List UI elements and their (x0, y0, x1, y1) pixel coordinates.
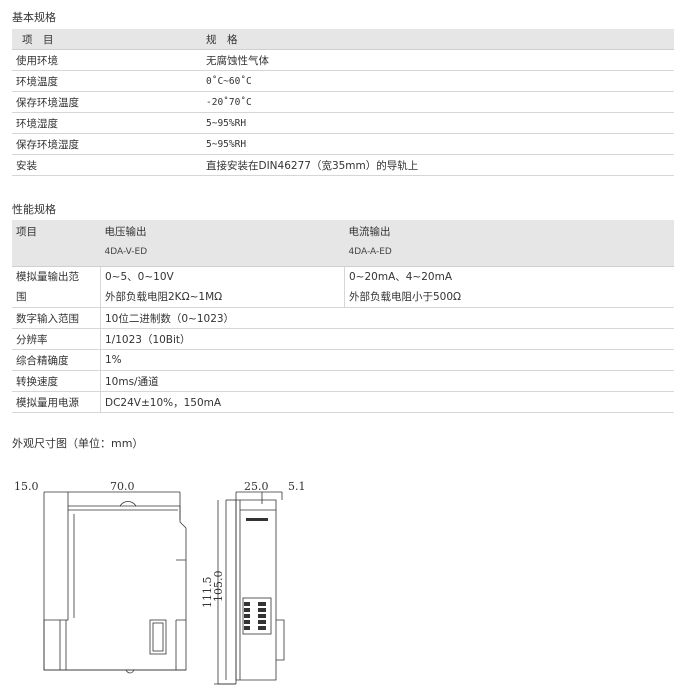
row-value: 1% (100, 349, 674, 371)
row-label: 综合精确度 (12, 349, 101, 371)
row-label: 模拟量用电源 (12, 391, 101, 413)
dim-height-inner-label: 105.0 (212, 571, 225, 603)
table-header-row: 项目 电压输出 4DA-V-ED 电流输出 4DA-A-ED (12, 220, 674, 267)
row-label-line2: 围 (16, 291, 27, 303)
row-value: 直接安装在DIN46277（宽35mm）的导轨上 (202, 154, 674, 176)
table-header-row: 项 目 规 格 (12, 29, 674, 50)
row-value: 5~95%RH (202, 112, 674, 134)
row-value: 5~95%RH (202, 133, 674, 155)
row-label: 分辨率 (12, 328, 101, 350)
row-label: 数字输入范围 (12, 307, 101, 329)
header-voltage: 电压输出 (104, 226, 147, 238)
table-row: 使用环境无腐蚀性气体 (12, 49, 674, 71)
row-label: 环境温度 (12, 70, 202, 92)
header-item: 项 目 (12, 29, 202, 50)
current-load: 外部负载电阻小于500Ω (349, 291, 462, 303)
current-range: 0~20mA、4~20mA (349, 271, 453, 283)
row-label: 转换速度 (12, 370, 101, 392)
row-label-line1: 模拟量输出范 (16, 271, 79, 283)
header-item: 项目 (12, 220, 101, 267)
header-current-cell: 电流输出 4DA-A-ED (344, 220, 674, 267)
row-value: -20˚70˚C (202, 91, 674, 113)
row-value: 10ms/通道 (100, 370, 674, 392)
table-row: 模拟量输出范 围 0~5、0~10V 外部负载电阻2KΩ~1MΩ 0~20mA、… (12, 266, 674, 308)
dim-extra-label: 5.1 (288, 480, 306, 493)
current-value: 0~20mA、4~20mA 外部负载电阻小于500Ω (344, 266, 674, 308)
table-row: 安装直接安装在DIN46277（宽35mm）的导轨上 (12, 154, 674, 176)
voltage-load: 外部负载电阻2KΩ~1MΩ (105, 291, 223, 303)
row-label: 保存环境湿度 (12, 133, 202, 155)
dim-width-label: 70.0 (110, 480, 135, 493)
dimension-drawing: 15.0 70.0 25.0 5.1 111.5 105.0 (14, 480, 306, 685)
row-value: 10位二进制数（0~1023） (100, 307, 674, 329)
table-row: 保存环境温度-20˚70˚C (12, 91, 674, 113)
row-label: 安装 (12, 154, 202, 176)
row-label: 环境湿度 (12, 112, 202, 134)
dim-height-outer-label: 111.5 (201, 577, 214, 609)
dim-depth-label: 25.0 (244, 480, 269, 493)
header-spec: 规 格 (202, 29, 674, 50)
dim-left-label: 15.0 (14, 480, 39, 493)
row-label: 模拟量输出范 围 (12, 266, 101, 308)
row-value: DC24V±10%，150mA (100, 391, 674, 413)
row-label: 保存环境温度 (12, 91, 202, 113)
header-voltage-cell: 电压输出 4DA-V-ED (100, 220, 345, 267)
row-value: 1/1023（10Bit） (100, 328, 674, 350)
basic-spec-title: 基本规格 (12, 11, 56, 24)
voltage-value: 0~5、0~10V 外部负载电阻2KΩ~1MΩ (100, 266, 345, 308)
performance-spec-title: 性能规格 (12, 203, 56, 216)
row-value: 无腐蚀性气体 (202, 49, 674, 71)
header-voltage-model: 4DA-V-ED (104, 247, 148, 257)
header-current: 电流输出 (348, 226, 391, 238)
header-current-model: 4DA-A-ED (348, 247, 392, 257)
row-label: 使用环境 (12, 49, 202, 71)
row-value: 0˚C~60˚C (202, 70, 674, 92)
dimension-title: 外观尺寸图（单位：mm） (12, 437, 144, 450)
performance-spec-table: 项目 电压输出 4DA-V-ED 电流输出 4DA-A-ED 模拟量输出范 围 … (12, 220, 674, 413)
voltage-range: 0~5、0~10V (105, 271, 174, 283)
